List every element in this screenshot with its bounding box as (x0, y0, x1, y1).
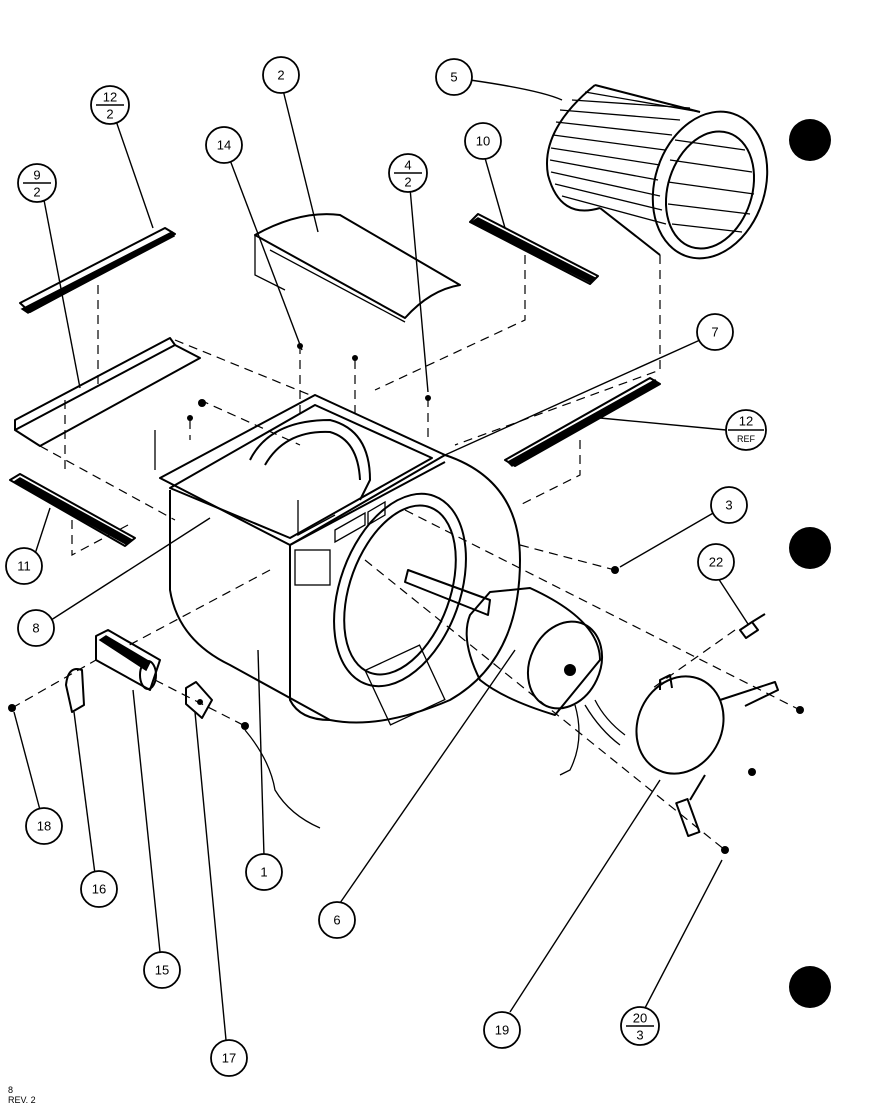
ref-callout-4-2: 4 2 (388, 153, 428, 193)
svg-text:16: 16 (92, 882, 106, 897)
svg-text:4: 4 (404, 158, 411, 173)
blower-motor (404, 569, 626, 776)
svg-text:12: 12 (103, 90, 117, 105)
svg-text:12: 12 (739, 414, 753, 429)
svg-text:14: 14 (217, 138, 231, 153)
cutoff-plate (254, 213, 461, 323)
svg-text:3: 3 (636, 1028, 643, 1043)
leader-lines (13, 79, 749, 1041)
svg-text:2: 2 (277, 68, 284, 83)
ref-callout-20-3: 20 3 (620, 1006, 660, 1046)
assembly-lines (11, 255, 801, 851)
blower-housing (154, 394, 521, 726)
item-callout-8: 8 (17, 609, 55, 647)
ref-callout-12-ref: 12 REF (725, 409, 767, 451)
svg-text:18: 18 (37, 819, 51, 834)
motor-mount-band (635, 674, 779, 838)
svg-text:7: 7 (711, 325, 718, 340)
svg-text:22: 22 (709, 555, 723, 570)
item-callout-17: 17 (210, 1039, 248, 1077)
svg-text:17: 17 (222, 1051, 236, 1066)
lead-wire (244, 729, 321, 829)
item-callout-5: 5 (435, 58, 473, 96)
item-callout-1: 1 (245, 853, 283, 891)
svg-text:5: 5 (450, 70, 457, 85)
item-callout-19: 19 (483, 1011, 521, 1049)
item-callout-10: 10 (464, 122, 502, 160)
svg-text:10: 10 (476, 134, 490, 149)
mounting-strip-right (469, 213, 599, 285)
item-callout-22: 22 (697, 543, 735, 581)
svg-text:19: 19 (495, 1023, 509, 1038)
screws (8, 343, 804, 854)
mounting-strip-upper (19, 227, 176, 314)
angle-rail (14, 337, 201, 447)
svg-text:3: 3 (725, 498, 732, 513)
ref-callout-9-2: 9 2 (17, 163, 57, 203)
svg-text:REF: REF (737, 434, 756, 444)
item-callout-3: 3 (710, 486, 748, 524)
mounting-strip-lower (9, 473, 136, 547)
item-callout-16: 16 (80, 870, 118, 908)
svg-text:11: 11 (17, 559, 31, 574)
svg-text:2: 2 (404, 175, 411, 190)
svg-text:6: 6 (333, 913, 340, 928)
svg-text:9: 9 (33, 168, 40, 183)
item-callout-18: 18 (25, 807, 63, 845)
item-callout-15: 15 (143, 951, 181, 989)
svg-text:8: 8 (32, 621, 39, 636)
svg-text:20: 20 (633, 1011, 647, 1026)
svg-text:2: 2 (106, 107, 113, 122)
blower-wheel (546, 84, 769, 260)
bolt (739, 613, 766, 639)
page-footer: 8 REV. 2 (8, 1085, 36, 1105)
item-callout-6: 6 (318, 901, 356, 939)
capacitor (95, 629, 161, 691)
svg-text:1: 1 (260, 865, 267, 880)
item-callout-7: 7 (696, 313, 734, 351)
binding-holes (789, 119, 831, 1008)
page-number: 8 (8, 1085, 14, 1095)
item-callout-2: 2 (262, 56, 300, 94)
item-callout-14: 14 (205, 126, 243, 164)
item-callout-11: 11 (5, 547, 43, 585)
ref-callout-12-2: 12 2 (90, 85, 130, 125)
mounting-clip (185, 681, 213, 719)
mounting-strip-ref (504, 377, 661, 467)
svg-text:2: 2 (33, 185, 40, 200)
svg-text:15: 15 (155, 963, 169, 978)
capacitor-bracket (65, 668, 85, 713)
revision-label: REV. 2 (8, 1095, 36, 1105)
